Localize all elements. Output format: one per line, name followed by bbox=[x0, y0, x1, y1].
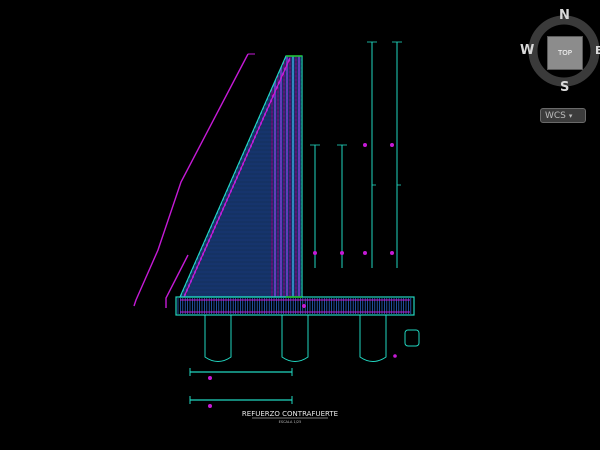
viewcube-east[interactable]: E bbox=[595, 44, 600, 57]
footing-rebar-hatch bbox=[177, 298, 412, 314]
stirrup-detail bbox=[404, 329, 420, 347]
piles bbox=[204, 315, 387, 362]
wcs-label: WCS bbox=[545, 110, 566, 121]
viewcube-south[interactable]: S bbox=[560, 80, 570, 95]
stirrup-detail-marker bbox=[393, 354, 397, 358]
pile-2 bbox=[281, 315, 309, 362]
bottom-rebar-details bbox=[189, 368, 293, 408]
viewcube-top-label: TOP bbox=[557, 49, 572, 57]
drawing-title: REFUERZO CONTRAFUERTE bbox=[242, 410, 338, 418]
viewcube-top-face[interactable]: TOP bbox=[547, 36, 583, 70]
chevron-down-icon: ▾ bbox=[568, 111, 573, 120]
left-rebar-shape bbox=[133, 53, 249, 307]
pile-3 bbox=[359, 315, 387, 362]
left-rebar-shape-2 bbox=[165, 254, 189, 308]
wcs-menu-button[interactable]: WCS ▾ bbox=[540, 108, 586, 123]
viewcube-north[interactable]: N bbox=[559, 8, 570, 23]
inclined-rebar bbox=[183, 57, 291, 298]
viewcube-west[interactable]: W bbox=[520, 43, 535, 58]
vertical-rebar-callouts bbox=[302, 41, 402, 308]
drawing-scale-note: ESCALA 1/25 bbox=[279, 420, 302, 424]
pile-1 bbox=[204, 315, 232, 362]
